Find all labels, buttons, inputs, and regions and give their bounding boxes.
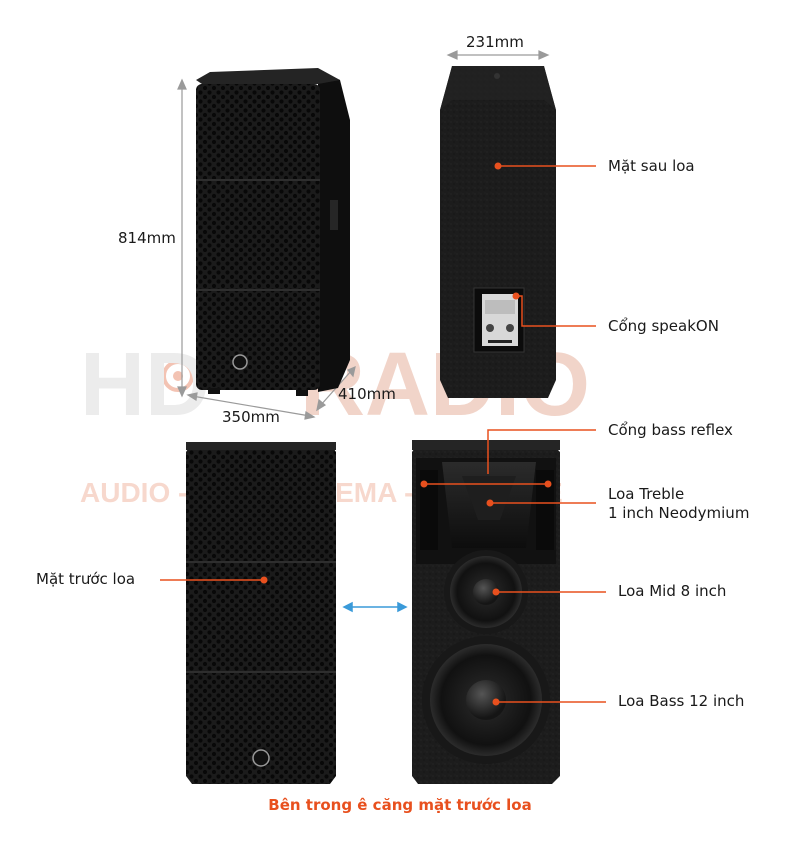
- speaker-front-grille-view: [186, 442, 336, 784]
- bass-reflex-port-label: Cổng bass reflex: [608, 421, 733, 439]
- width-dimension-label: 350mm: [222, 408, 280, 426]
- watermark-brand-left: HD: [80, 335, 210, 435]
- dimension-lines: [177, 50, 550, 420]
- speaker-perspective-view: [196, 68, 350, 396]
- speaker-front-open-view: [412, 440, 560, 784]
- bass-driver-label: Loa Bass 12 inch: [618, 692, 745, 710]
- brand-logo-badge: [252, 749, 270, 767]
- front-panel-label: Mặt trước loa: [36, 570, 136, 588]
- watermark-target-icon: [162, 360, 194, 392]
- depth-dimension-label: 410mm: [338, 385, 396, 403]
- height-dimension-label: 814mm: [118, 229, 176, 247]
- speakon-port-label: Cổng speakON: [608, 317, 719, 335]
- back-panel-label: Mặt sau loa: [608, 157, 695, 175]
- speaker-back-view: [440, 66, 556, 398]
- back-width-dimension-label: 231mm: [466, 33, 524, 51]
- caption: Bên trong ê căng mặt trước loa: [268, 796, 532, 814]
- bass-reflex-port-left: [420, 470, 438, 550]
- swap-arrow-icon: [342, 601, 408, 613]
- bass-reflex-port-right: [536, 470, 554, 550]
- callout-dots: [260, 162, 552, 706]
- brand-logo-badge: [232, 354, 248, 370]
- mid-driver-label: Loa Mid 8 inch: [618, 582, 727, 600]
- treble-driver-label-line1: Loa Treble: [608, 485, 685, 503]
- watermark-target-center: [173, 371, 183, 381]
- callout-lines: [160, 165, 606, 703]
- treble-driver-label-line2: 1 inch Neodymium: [608, 504, 750, 522]
